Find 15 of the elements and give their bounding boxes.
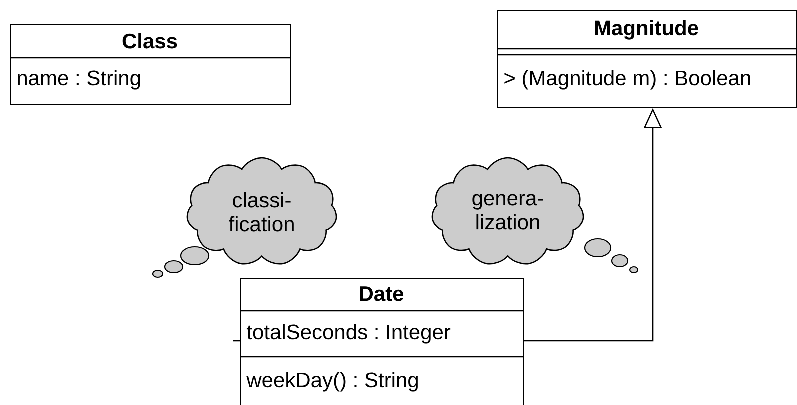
class-box — [10, 24, 292, 106]
class-box — [240, 278, 524, 405]
cloud-text: classi- fication — [229, 192, 294, 232]
class-box — [497, 10, 797, 108]
member-text: name : String — [18, 70, 140, 90]
class-name: Magnitude — [595, 20, 698, 40]
cloud-text: genera- lization — [472, 194, 544, 230]
thought-cloud — [432, 157, 584, 265]
member-text: > (Magnitude m) : Boolean — [504, 70, 750, 90]
member-text: totalSeconds : Integer — [246, 324, 451, 344]
connector-line — [233, 340, 240, 342]
thought-cloud — [186, 157, 338, 265]
class-name: Date — [360, 286, 404, 302]
class-name: Class — [122, 33, 178, 49]
member-text: weekDay() : String — [246, 372, 418, 392]
